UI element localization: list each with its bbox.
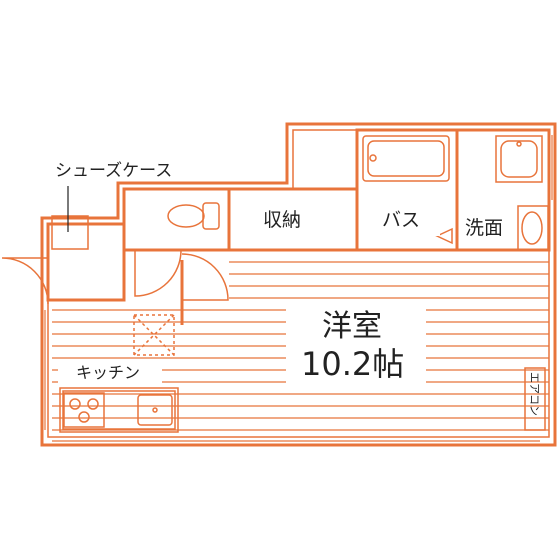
bathtub-icon <box>362 135 450 182</box>
washing-machine-icon <box>495 135 543 183</box>
western-room-label: 洋室 <box>322 309 382 344</box>
entrance-door <box>1 257 49 305</box>
toilet-icon <box>167 202 220 230</box>
kitchen-counter <box>59 387 179 433</box>
aircon-label: エアコン <box>528 372 541 416</box>
entrance-wall <box>46 222 126 302</box>
kitchen-label: キッチン <box>76 363 140 382</box>
shoe-case-label: シューズケース <box>55 161 172 181</box>
storage-label: 収納 <box>263 209 301 231</box>
kitchen-sink-icon <box>137 394 173 426</box>
aircon-unit <box>524 367 546 431</box>
bath-label: バス <box>382 209 420 231</box>
corridor-door <box>181 253 229 301</box>
labels: シューズケース 収納 バス 洗面 洋室 10.2帖 キッチン エアコン <box>55 161 541 416</box>
shoe-case <box>51 215 89 250</box>
shower-icon <box>435 227 453 245</box>
doors <box>1 249 229 305</box>
washroom-label: 洗面 <box>465 217 503 239</box>
walls <box>40 122 557 447</box>
gas-stove-icon <box>63 392 105 428</box>
wash-basin-icon <box>517 205 549 251</box>
ceiling-hatch-icon <box>133 314 175 356</box>
room-size-label: 10.2帖 <box>301 345 404 383</box>
toilet-door <box>134 249 182 297</box>
outer-wall <box>40 122 557 447</box>
fixtures <box>59 135 549 433</box>
toilet-room-wall <box>122 187 231 252</box>
